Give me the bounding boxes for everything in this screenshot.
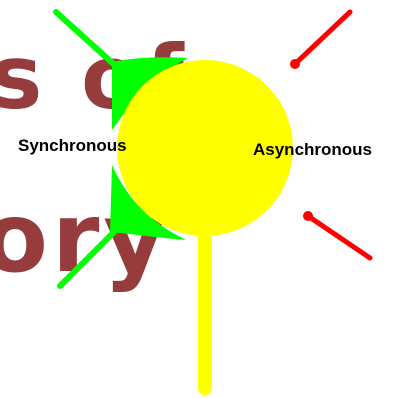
red-ray-top-dot — [290, 59, 300, 69]
red-ray-bottom — [308, 216, 370, 258]
synchronous-label: Synchronous — [18, 137, 127, 154]
red-ray-bottom-dot — [303, 211, 313, 221]
green-ray-bottom — [60, 228, 118, 286]
asynchronous-label: Asynchronous — [253, 141, 372, 158]
red-ray-top — [295, 12, 350, 64]
green-ray-top — [56, 12, 118, 68]
